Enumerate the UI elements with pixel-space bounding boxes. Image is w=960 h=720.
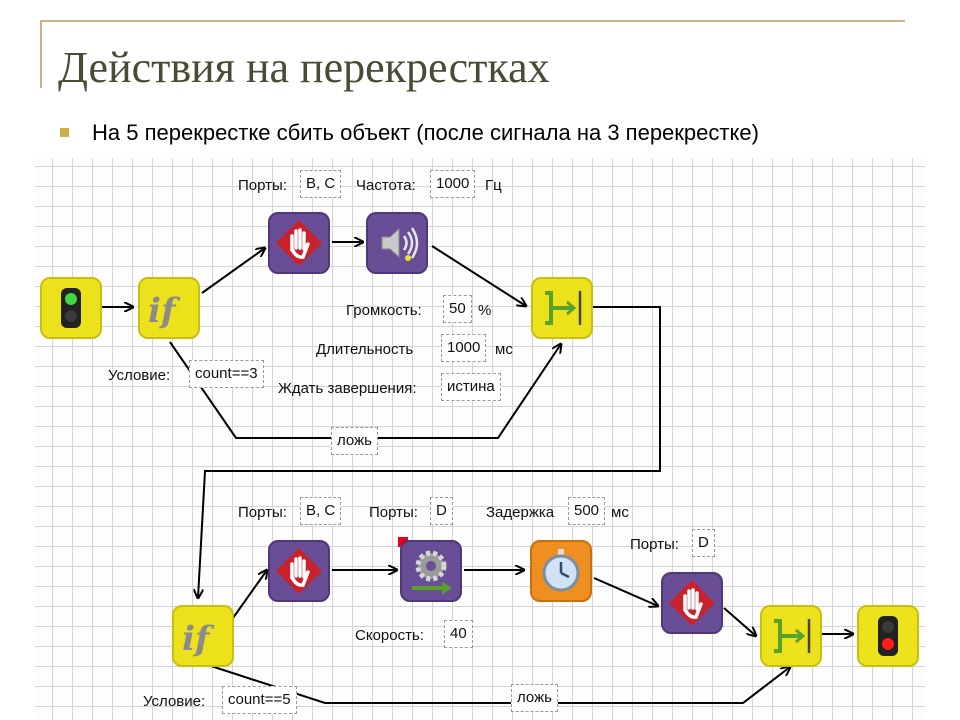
stop-hand-icon	[276, 220, 322, 266]
stop-motor-block-2[interactable]	[268, 540, 330, 602]
wire-sound-merge1	[431, 245, 526, 306]
speed-value[interactable]: 40	[444, 620, 473, 648]
if-block-1[interactable]: if	[138, 277, 200, 339]
frequency-value[interactable]: 1000	[430, 170, 476, 198]
delay-unit: мс	[611, 504, 629, 521]
condition-label-2: Условие:	[143, 693, 206, 710]
merge-icon	[545, 291, 582, 325]
duration-label: Длительность	[316, 341, 414, 358]
traffic-light-green-icon	[61, 288, 81, 328]
ports-label: Порты:	[238, 177, 287, 194]
ports-value-b2[interactable]: D	[430, 497, 453, 525]
motor-block[interactable]	[400, 540, 462, 602]
ports-label-b2: Порты:	[369, 504, 418, 521]
ports-label-b3: Порты:	[630, 536, 679, 553]
condition-value-1[interactable]: count==3	[189, 360, 264, 388]
wire-stop3-merge2	[723, 607, 756, 636]
stop-motor-block-3[interactable]	[661, 572, 723, 634]
false-label-1[interactable]: ложь	[331, 427, 378, 455]
wire-timer-stop3	[593, 577, 658, 606]
if-icon: if	[182, 619, 215, 659]
volume-value[interactable]: 50	[443, 295, 472, 323]
if-block-2[interactable]: if	[172, 605, 234, 667]
duration-unit: мс	[495, 341, 513, 358]
ports-label-b1: Порты:	[238, 504, 287, 521]
duration-value[interactable]: 1000	[441, 334, 487, 362]
delay-label: Задержка	[486, 504, 555, 521]
speaker-icon	[381, 227, 419, 261]
bullet-text: На 5 перекрестке сбить объект (после сиг…	[92, 120, 759, 145]
svg-text:if: if	[182, 619, 215, 659]
end-block[interactable]	[857, 605, 919, 667]
traffic-light-red-icon	[878, 616, 898, 656]
wait-block[interactable]	[530, 540, 592, 602]
condition-value-2[interactable]: count==5	[222, 686, 297, 714]
wire-if1-stop1	[201, 248, 265, 294]
condition-label-1: Условие:	[108, 367, 171, 384]
speed-label: Скорость:	[355, 627, 424, 644]
start-block[interactable]	[40, 277, 102, 339]
ports-value-b1[interactable]: B, C	[300, 497, 342, 525]
svg-text:if: if	[148, 291, 181, 331]
false-label-2[interactable]: ложь	[511, 684, 558, 712]
if-icon: if	[148, 291, 181, 331]
ports-value-b3[interactable]: D	[692, 529, 715, 557]
wire-merge1-if2	[198, 306, 661, 598]
merge-icon	[774, 619, 811, 653]
ports-value[interactable]: B, C	[300, 170, 342, 198]
gear-motor-icon	[412, 550, 452, 595]
wire-if2-stop2	[232, 570, 267, 619]
stop-hand-icon	[276, 548, 322, 594]
volume-label: Громкость:	[346, 302, 422, 319]
merge-block-1[interactable]	[531, 277, 593, 339]
delay-value[interactable]: 500	[568, 497, 606, 525]
frame-left-line	[40, 20, 42, 88]
volume-unit: %	[478, 302, 492, 319]
frequency-unit: Гц	[485, 177, 502, 194]
bullet-icon	[60, 128, 69, 137]
merge-block-2[interactable]	[760, 605, 822, 667]
slide-title: Действия на перекрестках	[58, 43, 550, 92]
stop-hand-icon	[669, 580, 715, 626]
frame-top-line	[40, 20, 905, 22]
wait-label: Ждать завершения:	[278, 380, 417, 397]
wait-value[interactable]: истина	[441, 373, 501, 401]
sound-block[interactable]	[366, 212, 428, 274]
frequency-label: Частота:	[356, 177, 416, 194]
stopwatch-icon	[542, 549, 580, 592]
stop-motor-block-1[interactable]	[268, 212, 330, 274]
